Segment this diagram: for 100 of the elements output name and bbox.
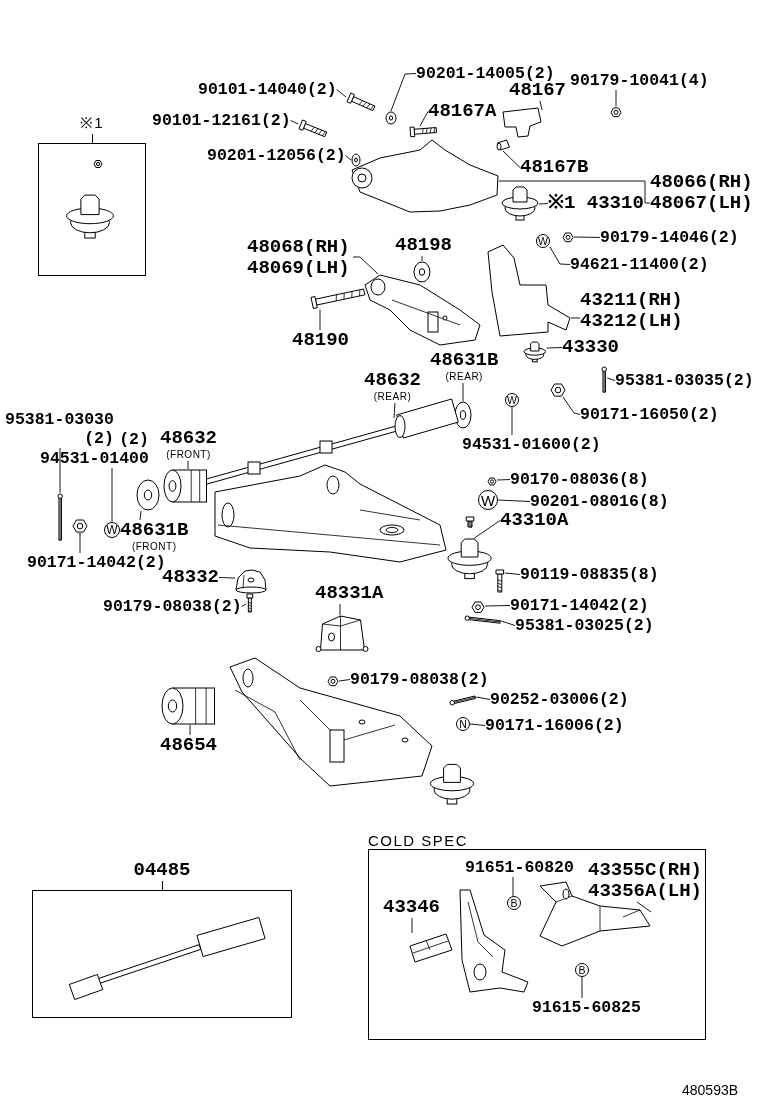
circled-letter: N xyxy=(456,717,470,731)
panel-heading: 04485 xyxy=(132,860,192,881)
leader-line xyxy=(79,532,81,554)
ball-joint-drawing xyxy=(523,341,547,363)
bracket-drawing xyxy=(314,615,369,653)
circled-letter: W xyxy=(478,490,498,510)
part-number: 90119-08835(8) xyxy=(520,565,659,584)
leader-line xyxy=(498,180,651,204)
leader-line xyxy=(189,724,191,736)
part-number: 90179-08038(2) xyxy=(103,597,242,616)
leader-line xyxy=(512,876,514,897)
position-note: (REAR) xyxy=(445,371,483,383)
leader-line xyxy=(319,309,321,331)
leader-line xyxy=(500,620,516,626)
cotter-pin-drawing xyxy=(56,492,64,541)
part-number: 48066(RH) 48067(LH) xyxy=(650,172,756,214)
bushing-drawing xyxy=(162,469,207,503)
leader-line xyxy=(218,577,236,579)
steering-knuckle-drawing xyxy=(459,889,529,993)
part-number: (2) xyxy=(119,430,149,449)
inset-panel xyxy=(38,114,146,276)
steering-knuckle-drawing xyxy=(487,244,571,337)
circled-letter: B xyxy=(575,963,589,977)
part-number: 90171-14042(2) xyxy=(510,596,649,615)
circled-letter: W xyxy=(536,234,550,248)
cotter-pin-drawing xyxy=(448,694,477,706)
nut-drawing xyxy=(327,675,339,687)
washer-drawing xyxy=(351,153,361,167)
ball-joint-drawing xyxy=(447,538,493,580)
leader-line xyxy=(421,255,423,262)
leader-line xyxy=(504,572,521,575)
leader-line xyxy=(615,89,617,108)
upper-control-arm-drawing xyxy=(351,139,499,213)
leader-line xyxy=(390,73,417,112)
part-number: 94531-01400 xyxy=(40,449,149,468)
part-number: 90179-10041(4) xyxy=(570,71,709,90)
leader-line xyxy=(496,479,511,481)
cotter-pin-drawing xyxy=(600,365,608,393)
part-number: 43355C(RH) 43356A(LH) xyxy=(588,860,706,902)
leader-line xyxy=(469,723,486,726)
nut-drawing xyxy=(550,382,566,398)
part-number: 90171-16006(2) xyxy=(485,716,624,735)
part-number: 90252-03006(2) xyxy=(490,690,629,709)
nut-drawing xyxy=(610,106,622,118)
part-number: 90201-08016(8) xyxy=(530,492,669,511)
leader-line xyxy=(573,236,601,238)
part-number: 91615-60825 xyxy=(532,998,641,1017)
part-number: 95381-03035(2) xyxy=(615,371,754,390)
position-note: (FRONT) xyxy=(131,541,177,553)
diagram-number: 480593B xyxy=(682,1082,739,1098)
circled-letter: B xyxy=(507,896,521,910)
part-number: 91651-60820 xyxy=(465,858,574,877)
leader-line xyxy=(139,510,142,521)
part-number: 95381-03025(2) xyxy=(515,616,654,635)
leader-line xyxy=(419,111,429,127)
part-number: (2) xyxy=(84,429,114,448)
part-number: 90170-08036(8) xyxy=(510,470,649,489)
shield-drawing xyxy=(409,933,453,963)
bolt-drawing xyxy=(309,288,366,310)
part-number: 94621-11400(2) xyxy=(570,255,709,274)
part-number: 48167B xyxy=(520,157,589,178)
pad-drawing xyxy=(413,261,431,283)
bolt-drawing xyxy=(495,569,505,593)
part-number: 43211(RH) 43212(LH) xyxy=(580,290,686,332)
leader-line xyxy=(636,901,652,913)
leader-line xyxy=(393,402,396,419)
leader-line xyxy=(59,447,61,494)
inset-panel xyxy=(32,860,292,1018)
part-number: 43310A xyxy=(500,510,569,531)
leader-line xyxy=(111,467,113,523)
nut-drawing xyxy=(72,518,88,534)
leader-line xyxy=(511,406,513,436)
bolt-drawing xyxy=(346,91,376,112)
leader-line xyxy=(581,976,583,999)
leader-line xyxy=(462,382,464,402)
part-number: 90101-14040(2) xyxy=(198,80,337,99)
part-number: 94531-01600(2) xyxy=(462,435,601,454)
part-number: 48631B xyxy=(120,520,189,541)
part-number: 48631B xyxy=(430,350,499,371)
leader-line xyxy=(339,603,341,616)
bolt-drawing xyxy=(246,593,254,613)
part-number: ※1 43310 xyxy=(548,193,644,214)
part-number: 48654 xyxy=(160,735,217,756)
part-number: 48331A xyxy=(315,583,384,604)
leader-line xyxy=(484,605,511,607)
leader-line xyxy=(352,256,379,275)
shaft-drawing xyxy=(502,107,542,138)
part-number: 90201-12056(2) xyxy=(207,146,346,165)
part-number: 95381-03030 xyxy=(5,410,114,429)
leader-line xyxy=(549,246,571,265)
leader-line xyxy=(497,499,531,502)
leader-line xyxy=(502,150,521,168)
bushing-drawing xyxy=(160,687,215,725)
leader-line xyxy=(562,396,581,415)
leader-line xyxy=(336,89,347,98)
ball-joint-drawing xyxy=(501,186,539,221)
leader-line xyxy=(539,100,543,111)
part-number: 48167A xyxy=(428,101,497,122)
nut-drawing xyxy=(487,476,497,486)
nut-drawing xyxy=(562,231,574,243)
